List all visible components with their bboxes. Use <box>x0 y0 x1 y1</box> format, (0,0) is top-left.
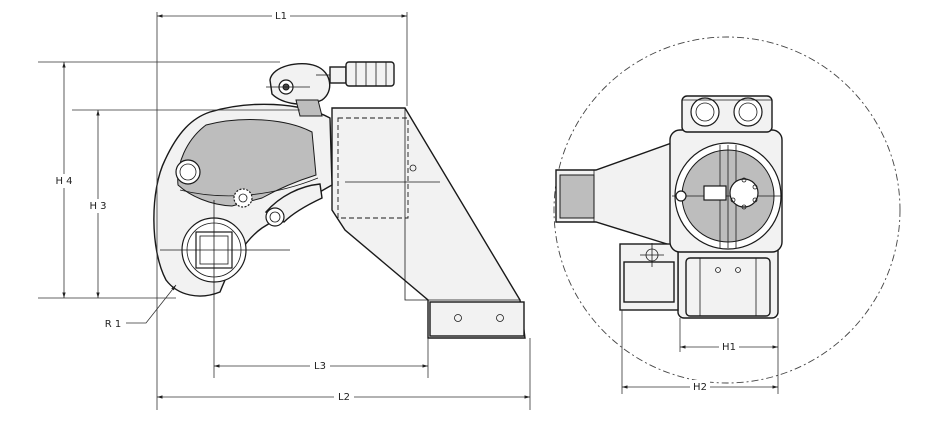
side-view: L1 H 4 H 3 R 1 L3 L2 <box>38 9 531 410</box>
dimension-l2-label: L2 <box>338 392 350 403</box>
dimension-l3-label: L3 <box>314 361 326 372</box>
dimension-l1-label: L1 <box>275 11 287 22</box>
swing-radius-circle <box>553 36 901 384</box>
pivot-hole <box>175 159 201 185</box>
front-view: H1 H2 <box>553 36 901 394</box>
dimension-h4-label: H 4 <box>55 176 72 187</box>
swivel-body <box>269 62 331 105</box>
hose-fitting <box>329 66 347 84</box>
dimension-r1-leader <box>126 284 177 324</box>
dimension-r1-label: R 1 <box>105 319 122 330</box>
ratchet-gear <box>233 188 253 208</box>
dimension-h3-label: H 3 <box>89 201 106 212</box>
drive-housing-hidden <box>337 117 409 219</box>
dimension-h1-label: H1 <box>722 342 736 353</box>
reaction-foot <box>429 301 525 337</box>
dimension-h2-label: H2 <box>693 382 707 393</box>
